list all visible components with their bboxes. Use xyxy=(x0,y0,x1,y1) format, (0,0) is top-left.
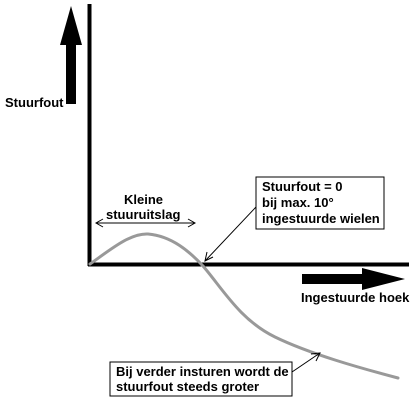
zero-point-note-line1: Stuurfout = 0 xyxy=(262,179,343,194)
up-arrow-icon xyxy=(60,6,82,104)
small-range-label-line1: Kleine xyxy=(124,192,163,207)
zero-point-note-line2: bij max. 10° xyxy=(262,195,334,210)
growth-note-line1: Bij verder insturen wordt de xyxy=(116,364,289,379)
small-range-label-line2: stuuruitslag xyxy=(106,207,180,222)
x-axis-label: Ingestuurde hoek xyxy=(301,290,410,305)
y-axis-label: Stuurfout xyxy=(5,95,64,110)
growth-note-line2: stuurfout steeds groter xyxy=(116,379,259,394)
steering-error-curve xyxy=(88,232,400,380)
growth-note-box xyxy=(109,361,293,397)
range-double-arrow-icon xyxy=(94,218,197,228)
right-arrow-icon xyxy=(302,268,405,290)
zero-point-note-box xyxy=(255,176,385,230)
zero-point-note-line3: ingestuurde wielen xyxy=(262,211,380,226)
zero-point-pointer-arrow xyxy=(204,206,257,262)
growth-pointer-arrow xyxy=(291,352,321,373)
